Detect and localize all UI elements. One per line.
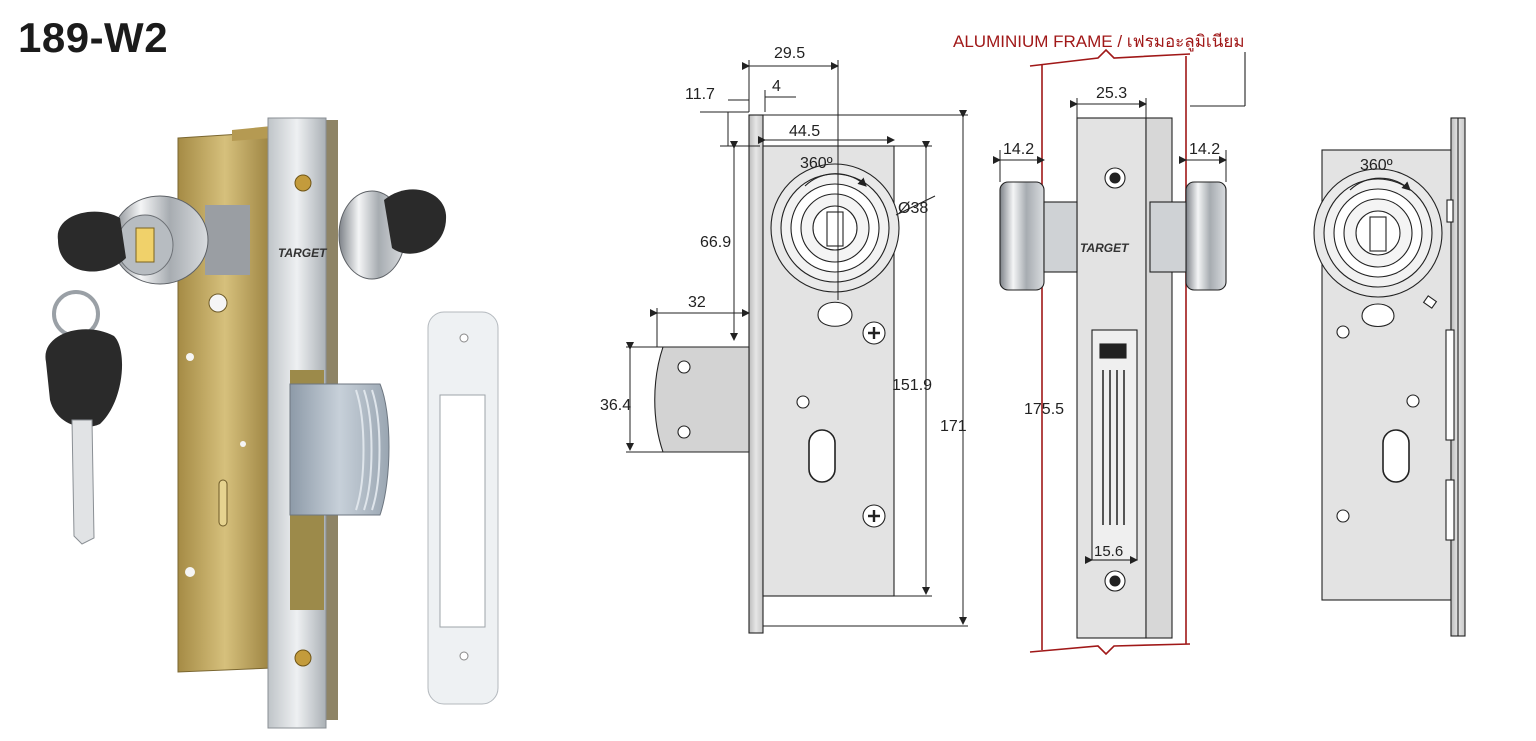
frame-label: ALUMINIUM FRAME / เฟรมอะลูมิเนียม	[953, 32, 1245, 52]
front-view-labels: ALUMINIUM FRAME / เฟรมอะลูมิเนียม 25.3 1…	[953, 32, 1245, 560]
front-brand: TARGET	[1080, 241, 1130, 255]
frame-top-line	[1029, 48, 1191, 67]
dim-offset: 4	[772, 78, 781, 95]
dim-cylinder-dia: Ø38	[898, 200, 928, 217]
front-right-knob	[1185, 181, 1227, 291]
key-blade	[71, 419, 95, 545]
side-view-drawing	[626, 60, 968, 634]
dim-case-height: 151.9	[892, 377, 932, 394]
key-head-left-top	[57, 211, 127, 272]
back-view-labels: 360º	[1360, 157, 1393, 174]
dim-faceplate: 11.7	[685, 86, 715, 103]
dim-left-knob: 14.2	[1003, 141, 1034, 158]
front-bolt-opening	[1091, 329, 1138, 561]
front-left-knob	[999, 181, 1045, 291]
dim-cylinder-height: 66.9	[700, 234, 731, 251]
dim-case-width: 44.5	[789, 123, 820, 140]
dim-rotation: 360º	[800, 155, 833, 172]
front-view-drawing	[993, 48, 1246, 656]
dim-right-knob: 14.2	[1189, 141, 1220, 158]
side-view-labels: 29.5 4 11.7 44.5 360º Ø38 66.9 32 36.4 1…	[600, 45, 967, 435]
side-bolt	[654, 346, 750, 453]
deadbolt	[289, 383, 390, 516]
faceplate-brand: TARGET	[278, 246, 328, 260]
dim-strike-width: 15.6	[1094, 543, 1123, 560]
product-illustration: TARGET	[45, 117, 499, 729]
key-head-right	[384, 189, 447, 254]
dim-back-rotation: 360º	[1360, 157, 1393, 174]
side-faceplate	[748, 114, 764, 634]
dim-bolt-height: 36.4	[600, 397, 631, 414]
dim-total-height: 171	[940, 418, 967, 435]
dim-faceplate-width: 25.3	[1096, 85, 1127, 102]
dim-width-top: 29.5	[774, 45, 805, 62]
dim-frame-height: 175.5	[1024, 401, 1064, 418]
key-head-hanging	[45, 329, 123, 427]
dim-bolt-throw: 32	[688, 294, 706, 311]
back-view-drawing	[1313, 117, 1466, 637]
frame-bottom-line	[1029, 643, 1191, 656]
model-title: 189-W2	[18, 14, 169, 61]
